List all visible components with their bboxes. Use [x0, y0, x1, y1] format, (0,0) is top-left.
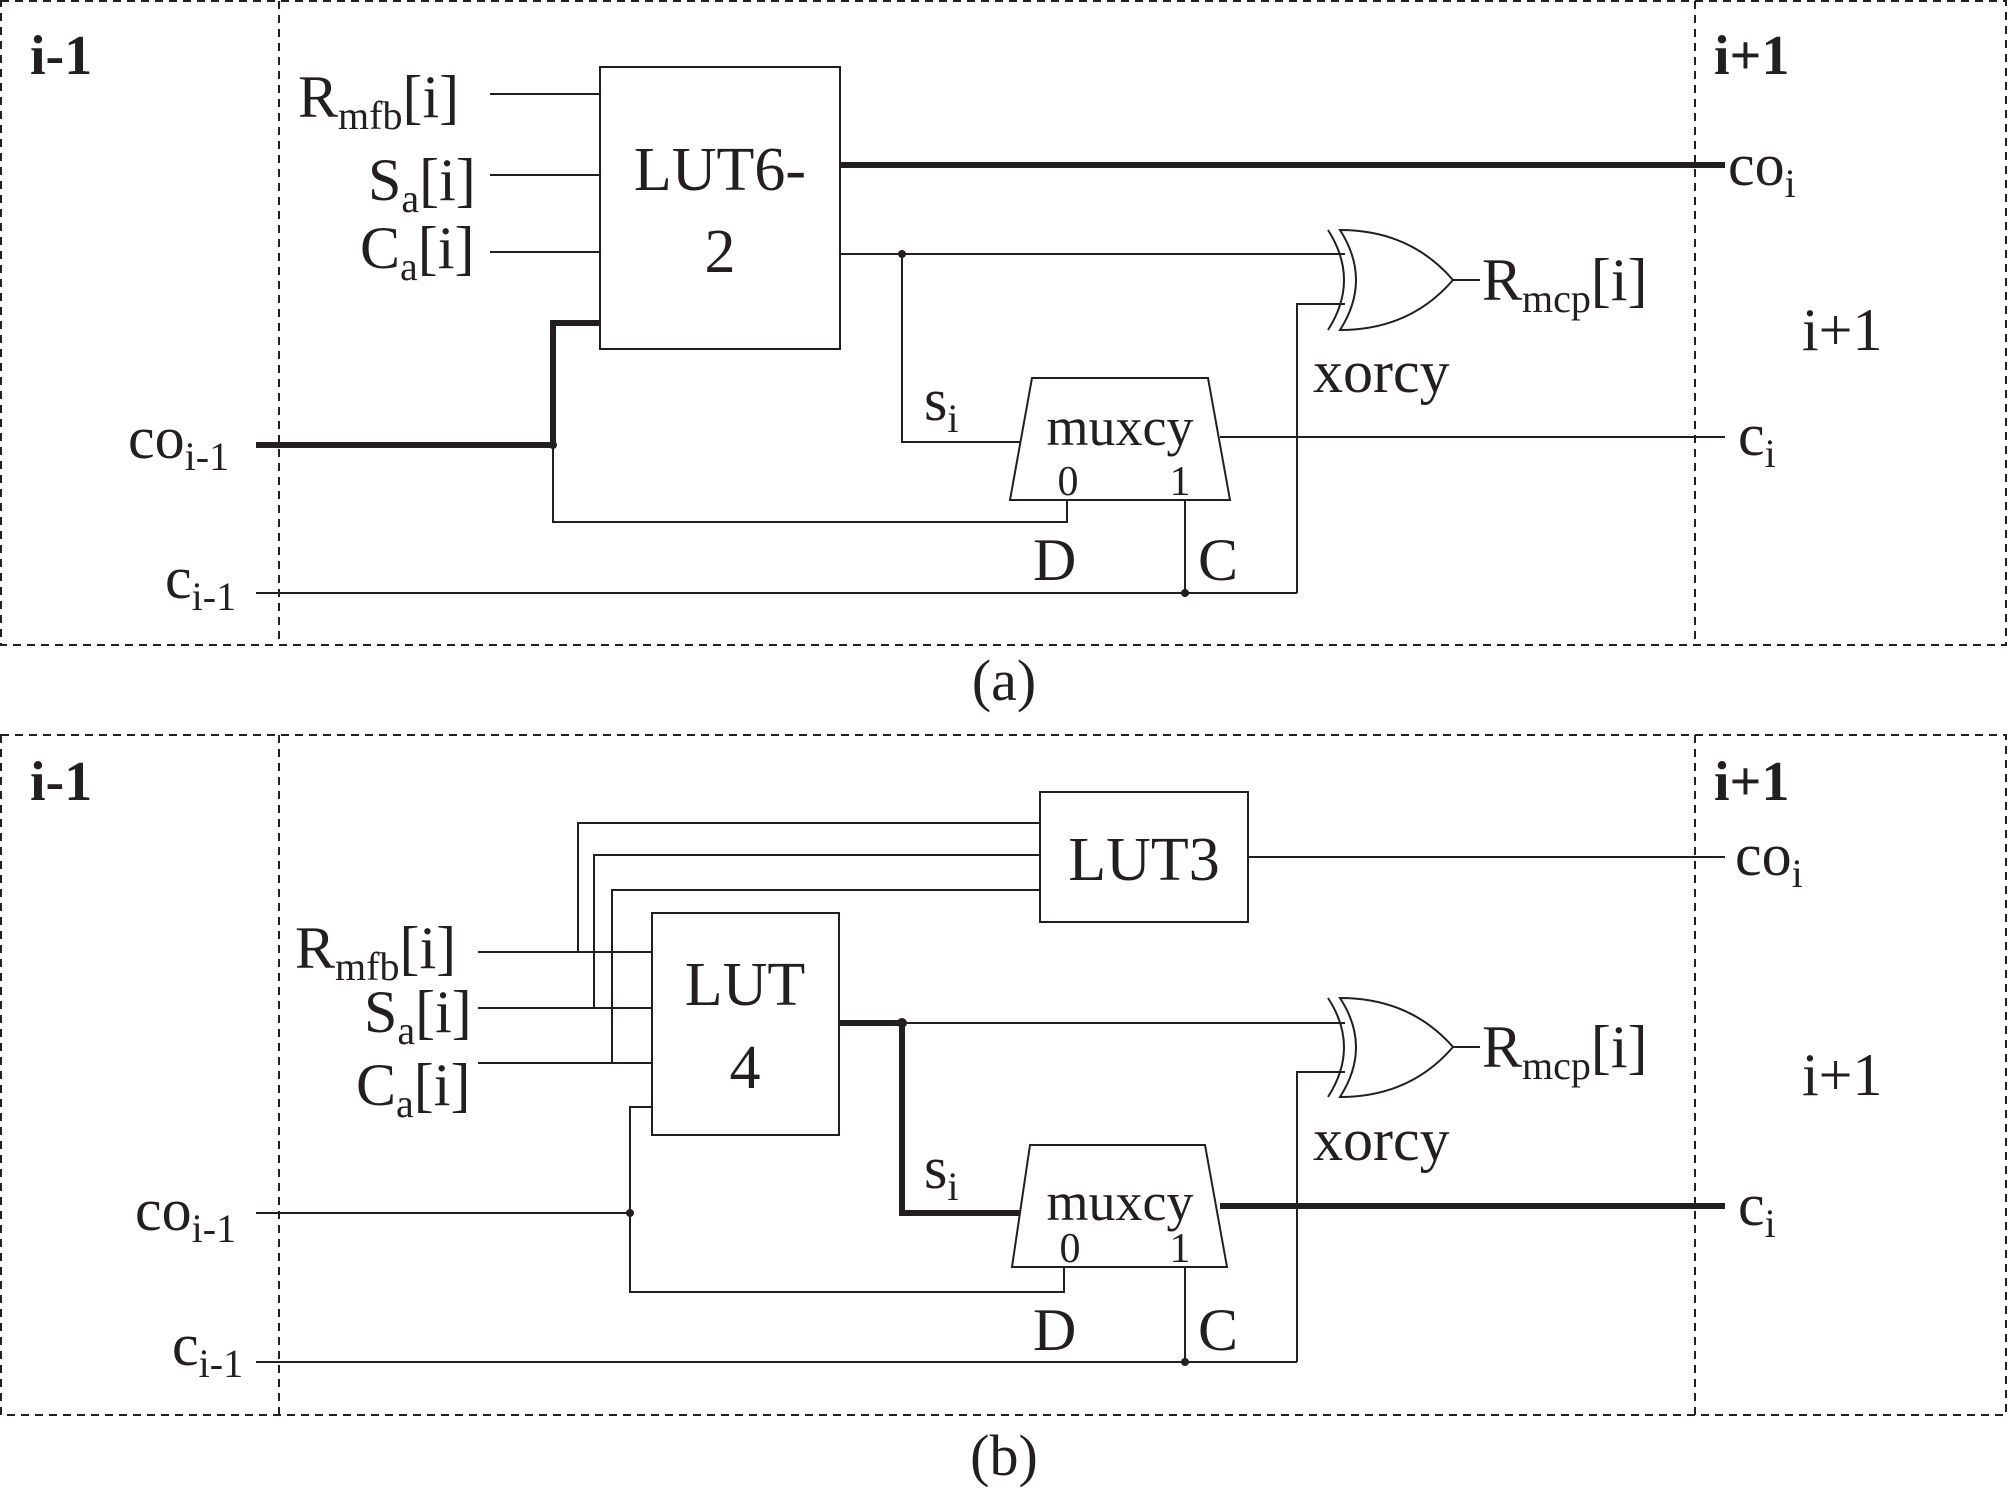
panel-b-branch-ca [611, 889, 1040, 1063]
panel-b-frame [0, 734, 2007, 1416]
panel-b-lut-line1: LUT [685, 951, 806, 1019]
panel-a-input-sa: Sa[i] [368, 147, 476, 221]
panel-a-caption: (a) [972, 648, 1036, 713]
panel-a-muxcy-label: muxcy [1047, 397, 1194, 457]
panel-b-left-stage: i-1 [30, 751, 92, 813]
panel-a-co-prev-wire [256, 320, 600, 448]
panel-a-xorcy-gate [1327, 228, 1480, 332]
panel-b-input-sa: Sa[i] [364, 979, 472, 1053]
panel-a-left-stage: i-1 [30, 25, 92, 87]
panel-a-mux-in1: 1 [1170, 459, 1191, 505]
panel-b-caption: (b) [970, 1423, 1038, 1488]
panel-a-c-out: ci [1738, 402, 1776, 476]
panel-b-s-label: si [924, 1135, 958, 1209]
panel-b-lut-line2: 4 [730, 1034, 761, 1102]
panel-a-frame [0, 0, 2007, 646]
panel-a-c-prev: ci-1 [165, 545, 236, 619]
panel-a-co-out: coi [1728, 132, 1796, 206]
panel-a-s-to-mux [901, 254, 1030, 443]
panel-a-d-label: D [1033, 527, 1076, 593]
panel-a-s-label: si [924, 367, 958, 441]
panel-b-xorcy-gate [1327, 996, 1480, 1099]
panel-b-c-label: C [1198, 1297, 1238, 1363]
panel-b-lut3-label: LUT3 [1068, 826, 1220, 894]
panel-b-mux-in0: 0 [1060, 1226, 1081, 1272]
panel-b-wire-to-mux-d [629, 1106, 1065, 1293]
panel-a-junction-c [1181, 589, 1189, 597]
panel-b-junction-c [1181, 1358, 1189, 1366]
panel-b-c-prev: ci-1 [172, 1312, 243, 1386]
panel-a-right-stage-mid: i+1 [1802, 297, 1883, 363]
panel-b-d-label: D [1033, 1297, 1076, 1363]
panel-b-lut3-block [1039, 791, 1249, 923]
panel-a-r-out: Rmcp[i] [1482, 247, 1648, 321]
panel-b-c-out: ci [1738, 1172, 1776, 1246]
panel-b-right-stage-mid: i+1 [1802, 1042, 1883, 1108]
panel-a-right-stage: i+1 [1714, 25, 1789, 87]
panel-a-input-ca: Ca[i] [360, 215, 474, 289]
panel-a-mux-in0: 0 [1058, 459, 1079, 505]
panel-b-xorcy-label: xorcy [1313, 1107, 1450, 1173]
panel-a: i-1 i+1 i+1 Rmfb[i] Sa[i] Ca[i] coi-1 ci… [0, 0, 2007, 713]
panel-a-input-rmfb: Rmfb[i] [298, 64, 459, 138]
panel-b-co-out: coi [1735, 822, 1803, 896]
panel-b-mux-in1: 1 [1170, 1226, 1191, 1272]
panel-b-co-prev: coi-1 [135, 1177, 236, 1251]
panel-b-branch-rmfb [577, 822, 1040, 952]
panel-b-input-ca: Ca[i] [356, 1052, 470, 1126]
panel-a-lut-line2: 2 [705, 218, 736, 286]
panel-b-right-stage: i+1 [1714, 751, 1789, 813]
panel-a-c-to-xor [1296, 303, 1345, 593]
panel-b-muxcy-block [1010, 1144, 1229, 1268]
panel-a-lut-line1: LUT6- [634, 136, 806, 204]
panel-a-co-prev: coi-1 [128, 405, 229, 479]
panel-a-c-label: C [1198, 527, 1238, 593]
panel-a-wire-to-mux-d [552, 445, 1068, 523]
panel-b-s-wire [839, 1020, 1020, 1216]
panel-b-r-out: Rmcp[i] [1482, 1014, 1648, 1088]
panel-a-xorcy-label: xorcy [1313, 339, 1450, 405]
panel-a-lut6-2-block [599, 66, 841, 350]
panel-b: i-1 i+1 i+1 LUT3 Rmfb[i] Sa[i] Ca[i] coi… [0, 734, 2007, 1488]
panel-b-input-rmfb: Rmfb[i] [295, 915, 456, 989]
panel-a-muxcy-block [1008, 377, 1232, 501]
panel-b-lut4-block [651, 912, 840, 1136]
panel-b-c-to-xor [1296, 1071, 1345, 1362]
panel-b-branch-sa [593, 854, 1040, 1008]
panel-b-muxcy-label: muxcy [1047, 1172, 1194, 1232]
